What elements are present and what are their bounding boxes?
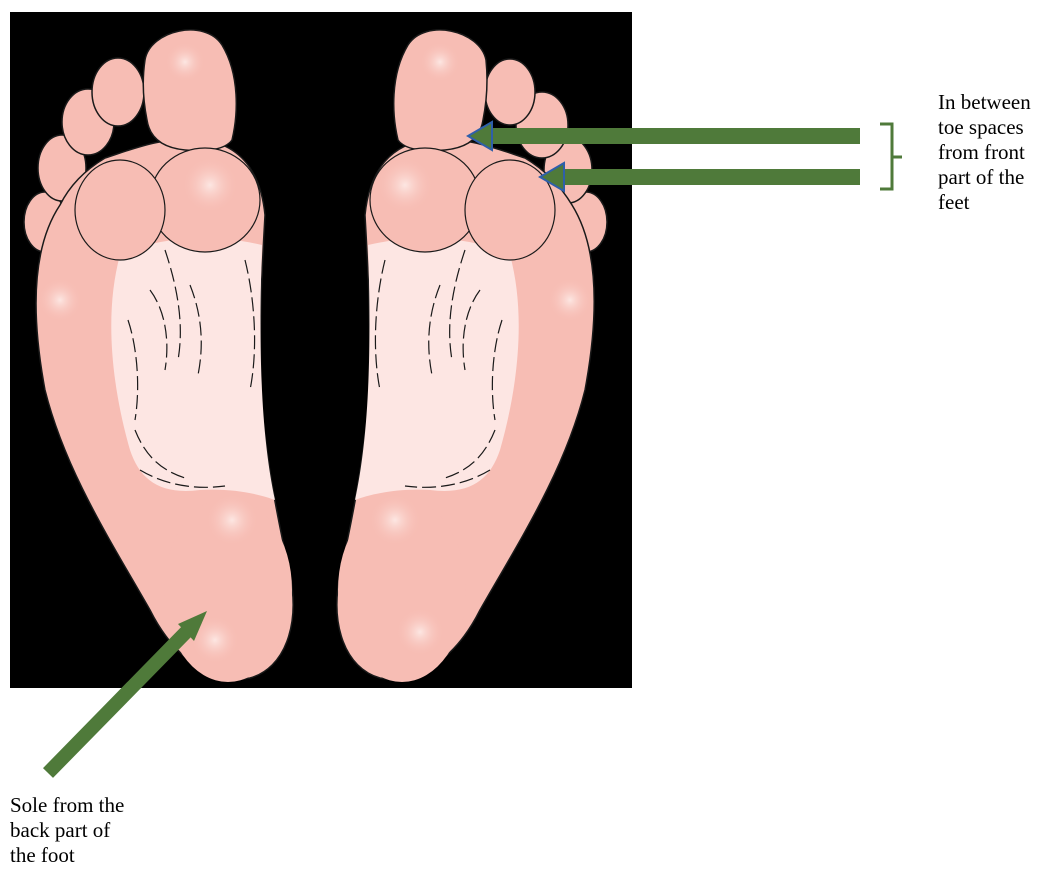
sole-label: Sole from the back part of the foot — [10, 793, 190, 868]
right-toe-2 — [485, 59, 535, 125]
left-highlight — [165, 42, 205, 82]
arrow-icon — [560, 169, 860, 185]
toe-spaces-label: In between toe spaces from front part of… — [938, 90, 1061, 215]
right-highlight — [548, 278, 592, 322]
right-highlight — [369, 494, 421, 546]
left-highlight — [206, 494, 258, 546]
right-arch — [355, 238, 519, 500]
right-highlight — [377, 157, 433, 213]
right-highlight — [420, 42, 460, 82]
left-highlight — [182, 157, 238, 213]
arrow-icon — [488, 128, 860, 144]
left-highlight — [38, 278, 82, 322]
bracket-icon — [880, 124, 902, 189]
right-highlight — [396, 608, 444, 656]
left-ball-pad-2 — [75, 160, 165, 260]
left-toe-2 — [92, 58, 144, 126]
left-arch — [111, 238, 275, 500]
